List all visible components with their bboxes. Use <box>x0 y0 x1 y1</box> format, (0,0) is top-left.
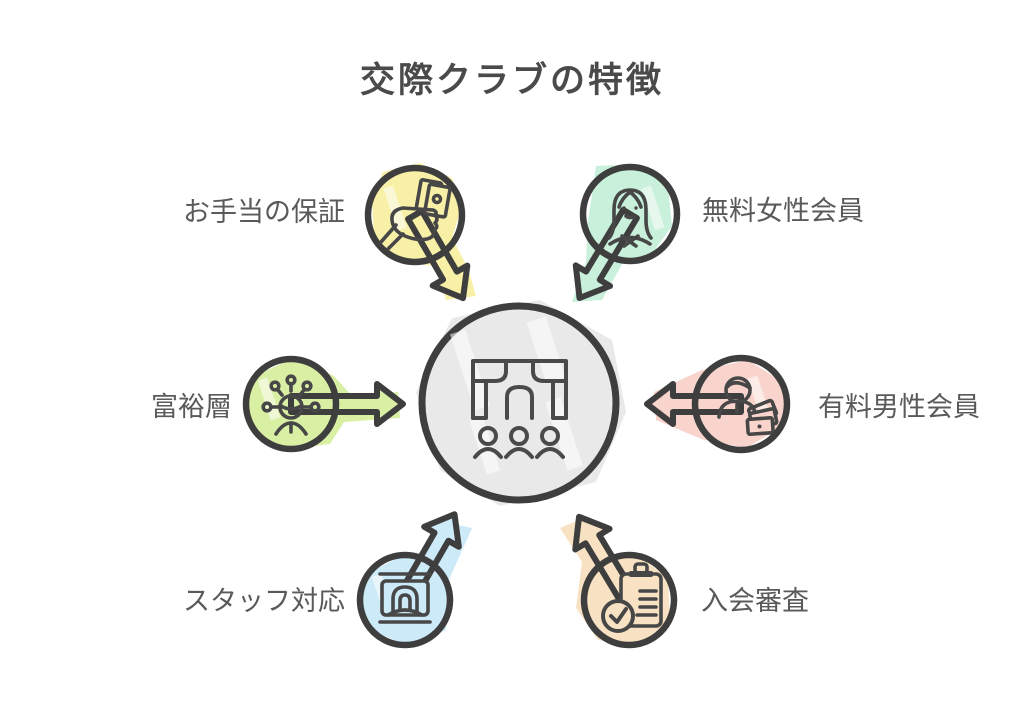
face-line <box>279 404 303 411</box>
clipboard-clip-knob <box>633 562 649 575</box>
stage-curtain-right <box>531 359 568 383</box>
node-circle <box>364 164 466 266</box>
shoulders <box>608 235 652 246</box>
node-paid-male-members <box>644 354 791 454</box>
stage-floor-left <box>471 379 488 420</box>
eye <box>622 206 626 210</box>
node-circle <box>691 354 791 454</box>
man-hair <box>725 380 752 390</box>
check-mark <box>609 607 628 624</box>
node-circle <box>356 551 454 649</box>
node-circle <box>579 163 681 265</box>
ray <box>276 388 284 397</box>
label-paid-male-members: 有料男性会員 <box>818 392 980 423</box>
node-allowance-guarantee <box>364 163 476 302</box>
check-circle <box>601 599 635 633</box>
label-wealthy-class: 富裕層 <box>151 392 232 423</box>
banknote-emblem <box>431 193 443 205</box>
center-node <box>416 300 626 506</box>
fist <box>390 206 439 242</box>
node-staff-support <box>356 511 472 649</box>
arm-line <box>386 232 405 251</box>
arm-line <box>379 223 398 244</box>
hand-holding-money-icon <box>379 178 452 251</box>
smile <box>624 214 636 220</box>
collar-line <box>622 234 640 248</box>
stage-frame <box>471 359 568 420</box>
stage-arch <box>505 385 534 420</box>
staff-shoulders <box>386 608 424 617</box>
node-circle <box>242 355 340 453</box>
arrow-to-center <box>288 381 406 427</box>
ray-node <box>285 374 297 386</box>
club-stage-audience-icon <box>471 359 568 459</box>
audience-person <box>504 426 534 459</box>
page-title: 交際クラブの特徴 <box>359 61 664 101</box>
staff-hair <box>391 585 419 613</box>
eye <box>634 206 638 210</box>
label-allowance-guarantee: お手当の保証 <box>183 197 345 228</box>
label-membership-screening: 入会審査 <box>701 586 809 617</box>
stage-floor-right <box>551 379 568 420</box>
ray <box>298 388 306 397</box>
label-free-female-members: 無料女性会員 <box>702 196 864 227</box>
ray-node <box>261 401 273 413</box>
stage-curtain-left <box>471 359 508 383</box>
staff-face <box>398 593 412 611</box>
card-dot <box>757 424 762 429</box>
ray-node <box>269 380 281 392</box>
audience-person <box>473 426 503 459</box>
hair-outline <box>607 188 653 240</box>
male-member-money-icon <box>717 376 779 437</box>
node-wealthy-class <box>242 355 406 453</box>
ray-node <box>301 380 313 392</box>
money-cards <box>745 398 779 437</box>
staff-screen-icon <box>378 572 432 624</box>
female-member-icon <box>607 188 653 248</box>
screening-clipboard-icon <box>601 562 663 633</box>
hair-fringe <box>628 190 643 209</box>
ray-node <box>309 401 321 413</box>
node-free-female-members <box>572 163 681 302</box>
audience-person <box>535 426 565 459</box>
wealthy-network-icon <box>261 374 321 436</box>
node-circle <box>580 551 678 649</box>
node-membership-screening <box>560 513 678 649</box>
label-staff-support: スタッフ対応 <box>183 586 345 617</box>
